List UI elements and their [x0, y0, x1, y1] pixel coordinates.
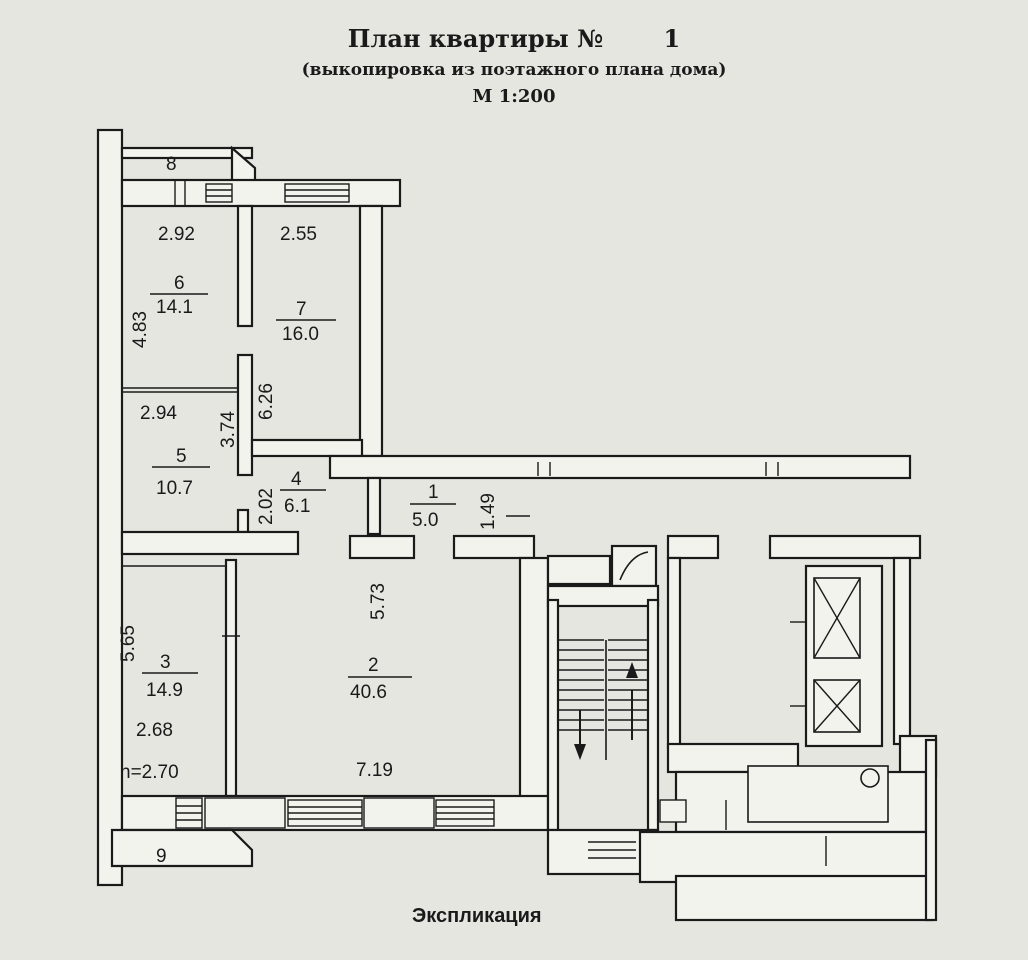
plan-title: План квартиры № 1 — [0, 24, 1028, 53]
room-6-number: 6 — [174, 273, 185, 294]
stair-core — [546, 544, 660, 876]
dim-room7-width: 2.55 — [280, 224, 317, 245]
dim-room5-depth: 3.74 — [218, 411, 239, 448]
dim-room7-depth: 6.26 — [256, 383, 277, 420]
room-3-area: 14.9 — [146, 680, 183, 701]
apartment-number: 1 — [663, 24, 681, 53]
explication-heading: Экспликация — [412, 905, 542, 927]
neighbour-walls — [638, 534, 938, 922]
dim-room2-width: 7.19 — [356, 760, 393, 781]
room-2-number: 2 — [368, 655, 379, 676]
dim-room6-width: 2.92 — [158, 224, 195, 245]
ceiling-height: h=2.70 — [120, 762, 179, 783]
stair-arrow-up-icon — [626, 662, 638, 740]
room-5-area: 10.7 — [156, 478, 193, 499]
room-7-area: 16.0 — [282, 324, 319, 345]
plan-title-text: План квартиры — [347, 24, 569, 53]
stair-treads — [558, 639, 648, 760]
room-5-number: 5 — [176, 446, 187, 467]
room-1-area: 5.0 — [412, 510, 438, 531]
dimension-labels: 2.92 2.55 4.83 6.26 2.94 3.74 2.02 1.49 … — [118, 224, 499, 783]
room-7-number: 7 — [296, 299, 307, 320]
dim-room5-width: 2.94 — [140, 403, 177, 424]
stair-arrow-down-icon — [574, 710, 586, 760]
number-sign: № — [577, 24, 604, 53]
room-1-number: 1 — [428, 482, 439, 503]
dim-room1-depth: 1.49 — [478, 493, 499, 530]
dim-room3-width: 2.68 — [136, 720, 173, 741]
room-4-area: 6.1 — [284, 496, 310, 517]
room-labels: 8 6 14.1 7 16.0 5 10.7 4 6.1 1 5.0 3 14.… — [142, 154, 456, 867]
plan-subtitle: (выкопировка из поэтажного плана дома) — [301, 60, 727, 80]
room-6-area: 14.1 — [156, 297, 193, 318]
room-9-number: 9 — [156, 846, 167, 867]
room-8-number: 8 — [166, 154, 177, 175]
dim-room3-depth: 5.65 — [118, 625, 139, 662]
door-marks — [222, 462, 827, 866]
room-2-area: 40.6 — [350, 682, 387, 703]
apartment-walls — [96, 128, 912, 887]
room-4-number: 4 — [291, 469, 302, 490]
dim-room2-depth: 5.73 — [368, 583, 389, 620]
room-3-number: 3 — [160, 652, 171, 673]
plan-scale: М 1:200 — [472, 86, 556, 107]
dim-room6-depth: 4.83 — [130, 311, 151, 348]
dim-room4-depth: 2.02 — [256, 488, 277, 525]
